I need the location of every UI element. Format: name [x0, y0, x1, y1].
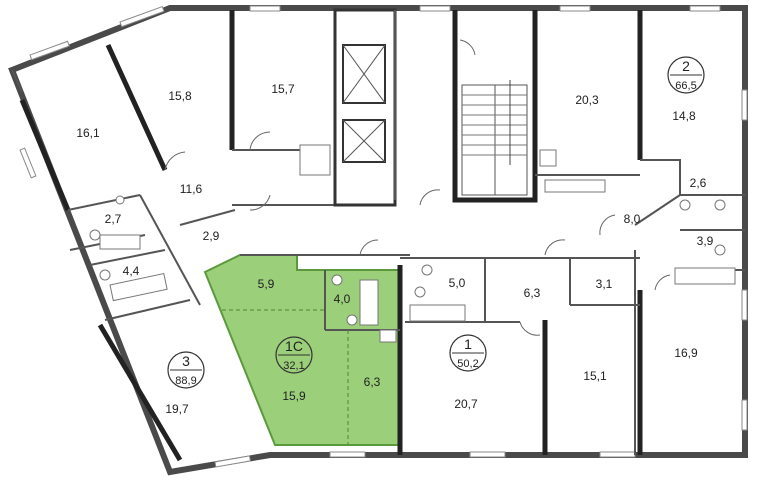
apartment-number: 1C	[285, 338, 303, 354]
room-area-label: 15,7	[271, 82, 295, 96]
interior-walls	[19, 8, 745, 462]
room-area-label: 5,0	[449, 276, 466, 290]
room-area-label: 20,3	[575, 93, 599, 107]
fixtures	[89, 144, 736, 343]
room-labels: 16,1 15,8 15,7 11,6 2,7 4,4 2,9 19,7 5,9…	[76, 82, 713, 416]
windows	[19, 5, 748, 468]
room-area-label: 6,3	[524, 286, 541, 300]
room-area-label: 16,1	[76, 126, 100, 140]
apartment-area: 50,2	[457, 358, 478, 370]
apartment-badge-2[interactable]: 2 66,5	[667, 56, 705, 94]
room-area-label: 16,9	[674, 346, 698, 360]
staircase	[461, 80, 528, 196]
room-area-label: 4,0	[334, 292, 351, 306]
doors	[164, 39, 671, 336]
room-area-label: 2,9	[203, 229, 220, 243]
apartment-area: 32,1	[283, 360, 304, 372]
exterior-walls	[8, 5, 748, 476]
room-area-label: 3,9	[697, 234, 714, 248]
apartment-area: 66,5	[675, 80, 696, 92]
apartment-badge-3[interactable]: 3 88,9	[167, 351, 205, 389]
room-area-label: 15,1	[583, 369, 607, 383]
room-area-label: 15,9	[282, 389, 306, 403]
apartment-area: 88,9	[175, 375, 196, 387]
apartment-number: 3	[182, 353, 190, 369]
room-area-label: 2,6	[690, 176, 707, 190]
apartment-badge-1c[interactable]: 1C 32,1	[275, 336, 313, 374]
room-area-label: 8,0	[624, 212, 641, 226]
room-area-label: 5,9	[258, 277, 275, 291]
room-area-label: 11,6	[180, 182, 203, 196]
room-area-label: 15,8	[168, 89, 192, 103]
room-area-label: 3,1	[596, 277, 613, 291]
room-area-label: 14,8	[672, 109, 696, 123]
apartment-number: 1	[464, 336, 472, 352]
apartment-number: 2	[682, 58, 690, 74]
room-area-label: 19,7	[165, 402, 189, 416]
apartment-badge-1[interactable]: 1 50,2	[449, 334, 487, 372]
room-area-label: 6,3	[364, 375, 381, 389]
room-area-label: 2,7	[105, 212, 122, 226]
room-area-label: 4,4	[123, 264, 140, 278]
room-area-label: 20,7	[454, 397, 478, 411]
